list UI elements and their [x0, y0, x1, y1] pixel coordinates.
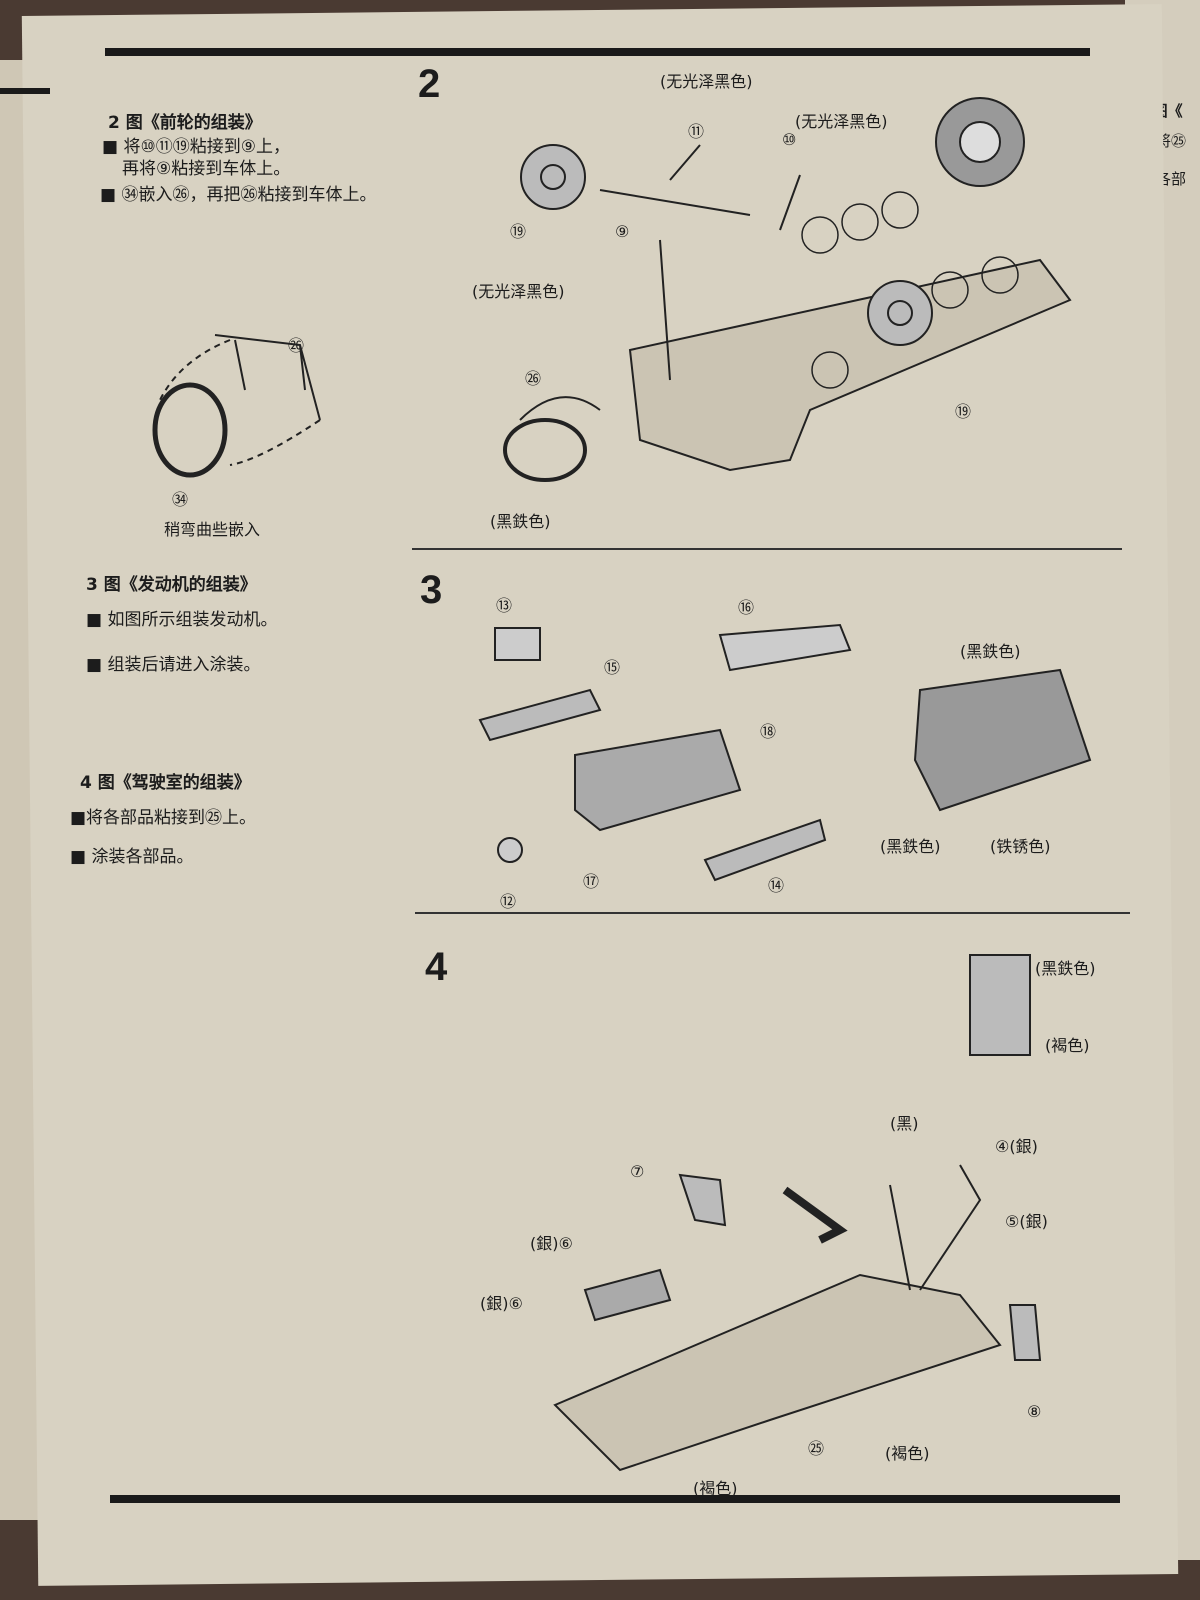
part-16-label: ⑯	[738, 598, 755, 617]
part-14-label: ⑭	[768, 876, 785, 895]
step-3-number: 3	[420, 568, 443, 612]
section-2-line-3: ■ ㉞嵌入㉖，再把㉖粘接到车体上。	[100, 185, 377, 205]
part-8-label: ⑧	[1027, 1402, 1042, 1421]
step-3-color-2: (黑鉄色)	[880, 837, 941, 856]
part-5-label: ⑤(銀)	[1005, 1212, 1048, 1231]
step-2-color-4: (黑鉄色)	[490, 512, 551, 531]
section-3-title: 3 图《发动机的组装》	[86, 575, 257, 595]
top-rule	[105, 48, 1090, 56]
part-17-label: ⑰	[583, 872, 600, 891]
step-4-color-4: (褐色)	[885, 1444, 930, 1463]
step-3-color-1: (黑鉄色)	[960, 642, 1021, 661]
section-2-line-1: ■ 将⑩⑪⑲粘接到⑨上，	[102, 137, 290, 157]
part-19b-label: ⑲	[955, 402, 972, 421]
section-4-title: 4 图《驾驶室的组装》	[80, 773, 251, 793]
section-3-line-1: ■ 如图所示组装发动机。	[86, 610, 278, 630]
divider-3-4	[415, 912, 1130, 914]
part-18-label: ⑱	[760, 722, 777, 741]
part-10-label: ⑩	[782, 130, 797, 149]
bottom-rule	[110, 1495, 1120, 1503]
step-4-color-3: (黑)	[890, 1114, 919, 1133]
part-7-label: ⑦	[630, 1162, 645, 1181]
section-4-line-2: ■ 涂装各部品。	[70, 847, 194, 867]
step-2-number: 2	[418, 62, 441, 106]
bend-note: 稍弯曲些嵌入	[164, 520, 261, 539]
part-6b-label: (銀)⑥	[480, 1294, 523, 1313]
section-2-title: 2 图《前轮的组装》	[108, 113, 262, 133]
part-19-label: ⑲	[510, 222, 527, 241]
chassis-diagram	[503, 97, 1072, 482]
part-34-label: ㉞	[172, 490, 189, 509]
part-4-label: ④(銀)	[995, 1137, 1038, 1156]
part-25-label: ㉕	[808, 1439, 825, 1458]
part-9-label: ⑨	[615, 222, 630, 241]
section-2-line-2: 再将⑨粘接到车体上。	[122, 159, 291, 179]
step-2-color-1: (无光泽黑色)	[660, 72, 753, 91]
part-6a-label: (銀)⑥	[530, 1234, 573, 1253]
step-2-color-2: (无光泽黑色)	[795, 112, 888, 131]
section-3-line-2: ■ 组装后请进入涂装。	[86, 655, 261, 675]
step-2-color-3: (无光泽黑色)	[472, 282, 565, 301]
part-13-label: ⑬	[496, 596, 513, 615]
section-4-line-1: ■将各部品粘接到㉕上。	[70, 808, 257, 828]
step-4-number: 4	[425, 945, 448, 989]
part-26-label-step2: ㉖	[525, 369, 542, 388]
step-4-color-5: (褐色)	[693, 1479, 738, 1498]
part-15-label: ⑮	[604, 658, 621, 677]
bumper-diagram	[152, 334, 321, 478]
left-rule	[0, 88, 50, 94]
engine-diagram	[478, 623, 1092, 882]
part-12-label: ⑫	[500, 892, 517, 911]
step-4-color-2: (褐色)	[1045, 1036, 1090, 1055]
divider-2-3	[412, 548, 1122, 550]
step-4-color-1: (黑鉄色)	[1035, 959, 1096, 978]
part-11-label: ⑪	[688, 122, 705, 141]
cab-diagram	[553, 954, 1042, 1472]
step-3-color-3: (铁锈色)	[990, 837, 1051, 856]
